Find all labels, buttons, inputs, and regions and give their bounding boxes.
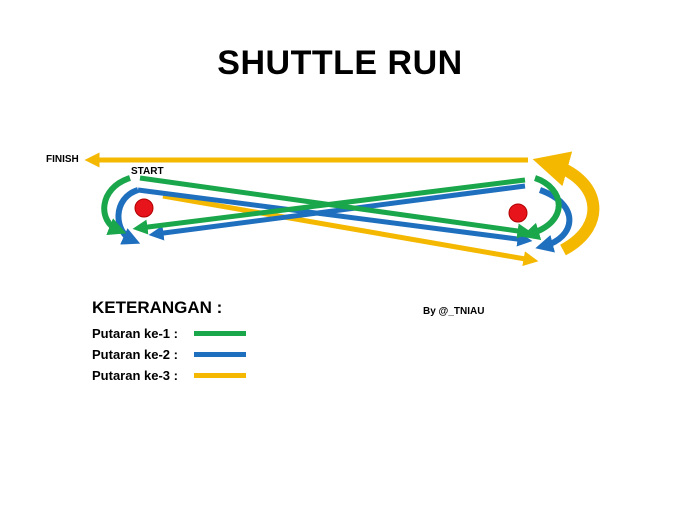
legend-item-2: Putaran ke-2 :: [92, 344, 246, 365]
legend-item-3: Putaran ke-3 :: [92, 365, 246, 386]
right-cone-marker: [508, 203, 528, 223]
legend-item-1: Putaran ke-1 :: [92, 323, 246, 344]
page-title: SHUTTLE RUN: [217, 44, 463, 82]
blue-lap-path-2: [148, 183, 526, 241]
blue-turn-right: [535, 187, 573, 253]
legend: KETERANGAN : Putaran ke-1 : Putaran ke-2…: [92, 298, 246, 386]
blue-lap-path-1: [137, 187, 533, 247]
green-turn-right: [521, 175, 562, 241]
green-lap-path-2: [132, 177, 526, 235]
green-turn-left: [101, 175, 132, 235]
finish-label: FINISH: [46, 154, 79, 165]
legend-swatch-green: [194, 331, 246, 336]
legend-title: KETERANGAN :: [92, 298, 223, 317]
legend-swatch-yellow: [194, 373, 246, 378]
legend-item-label: Putaran ke-2 :: [92, 347, 178, 362]
yellow-turn-arc: [532, 151, 600, 256]
blue-turn-left: [115, 187, 141, 245]
yellow-lap-path: [162, 193, 539, 267]
legend-item-label: Putaran ke-1 :: [92, 326, 178, 341]
left-cone-marker: [134, 198, 154, 218]
start-label: START: [131, 166, 164, 177]
legend-swatch-blue: [194, 352, 246, 357]
legend-item-label: Putaran ke-3 :: [92, 368, 178, 383]
credit-text: By @_TNIAU: [423, 306, 485, 317]
